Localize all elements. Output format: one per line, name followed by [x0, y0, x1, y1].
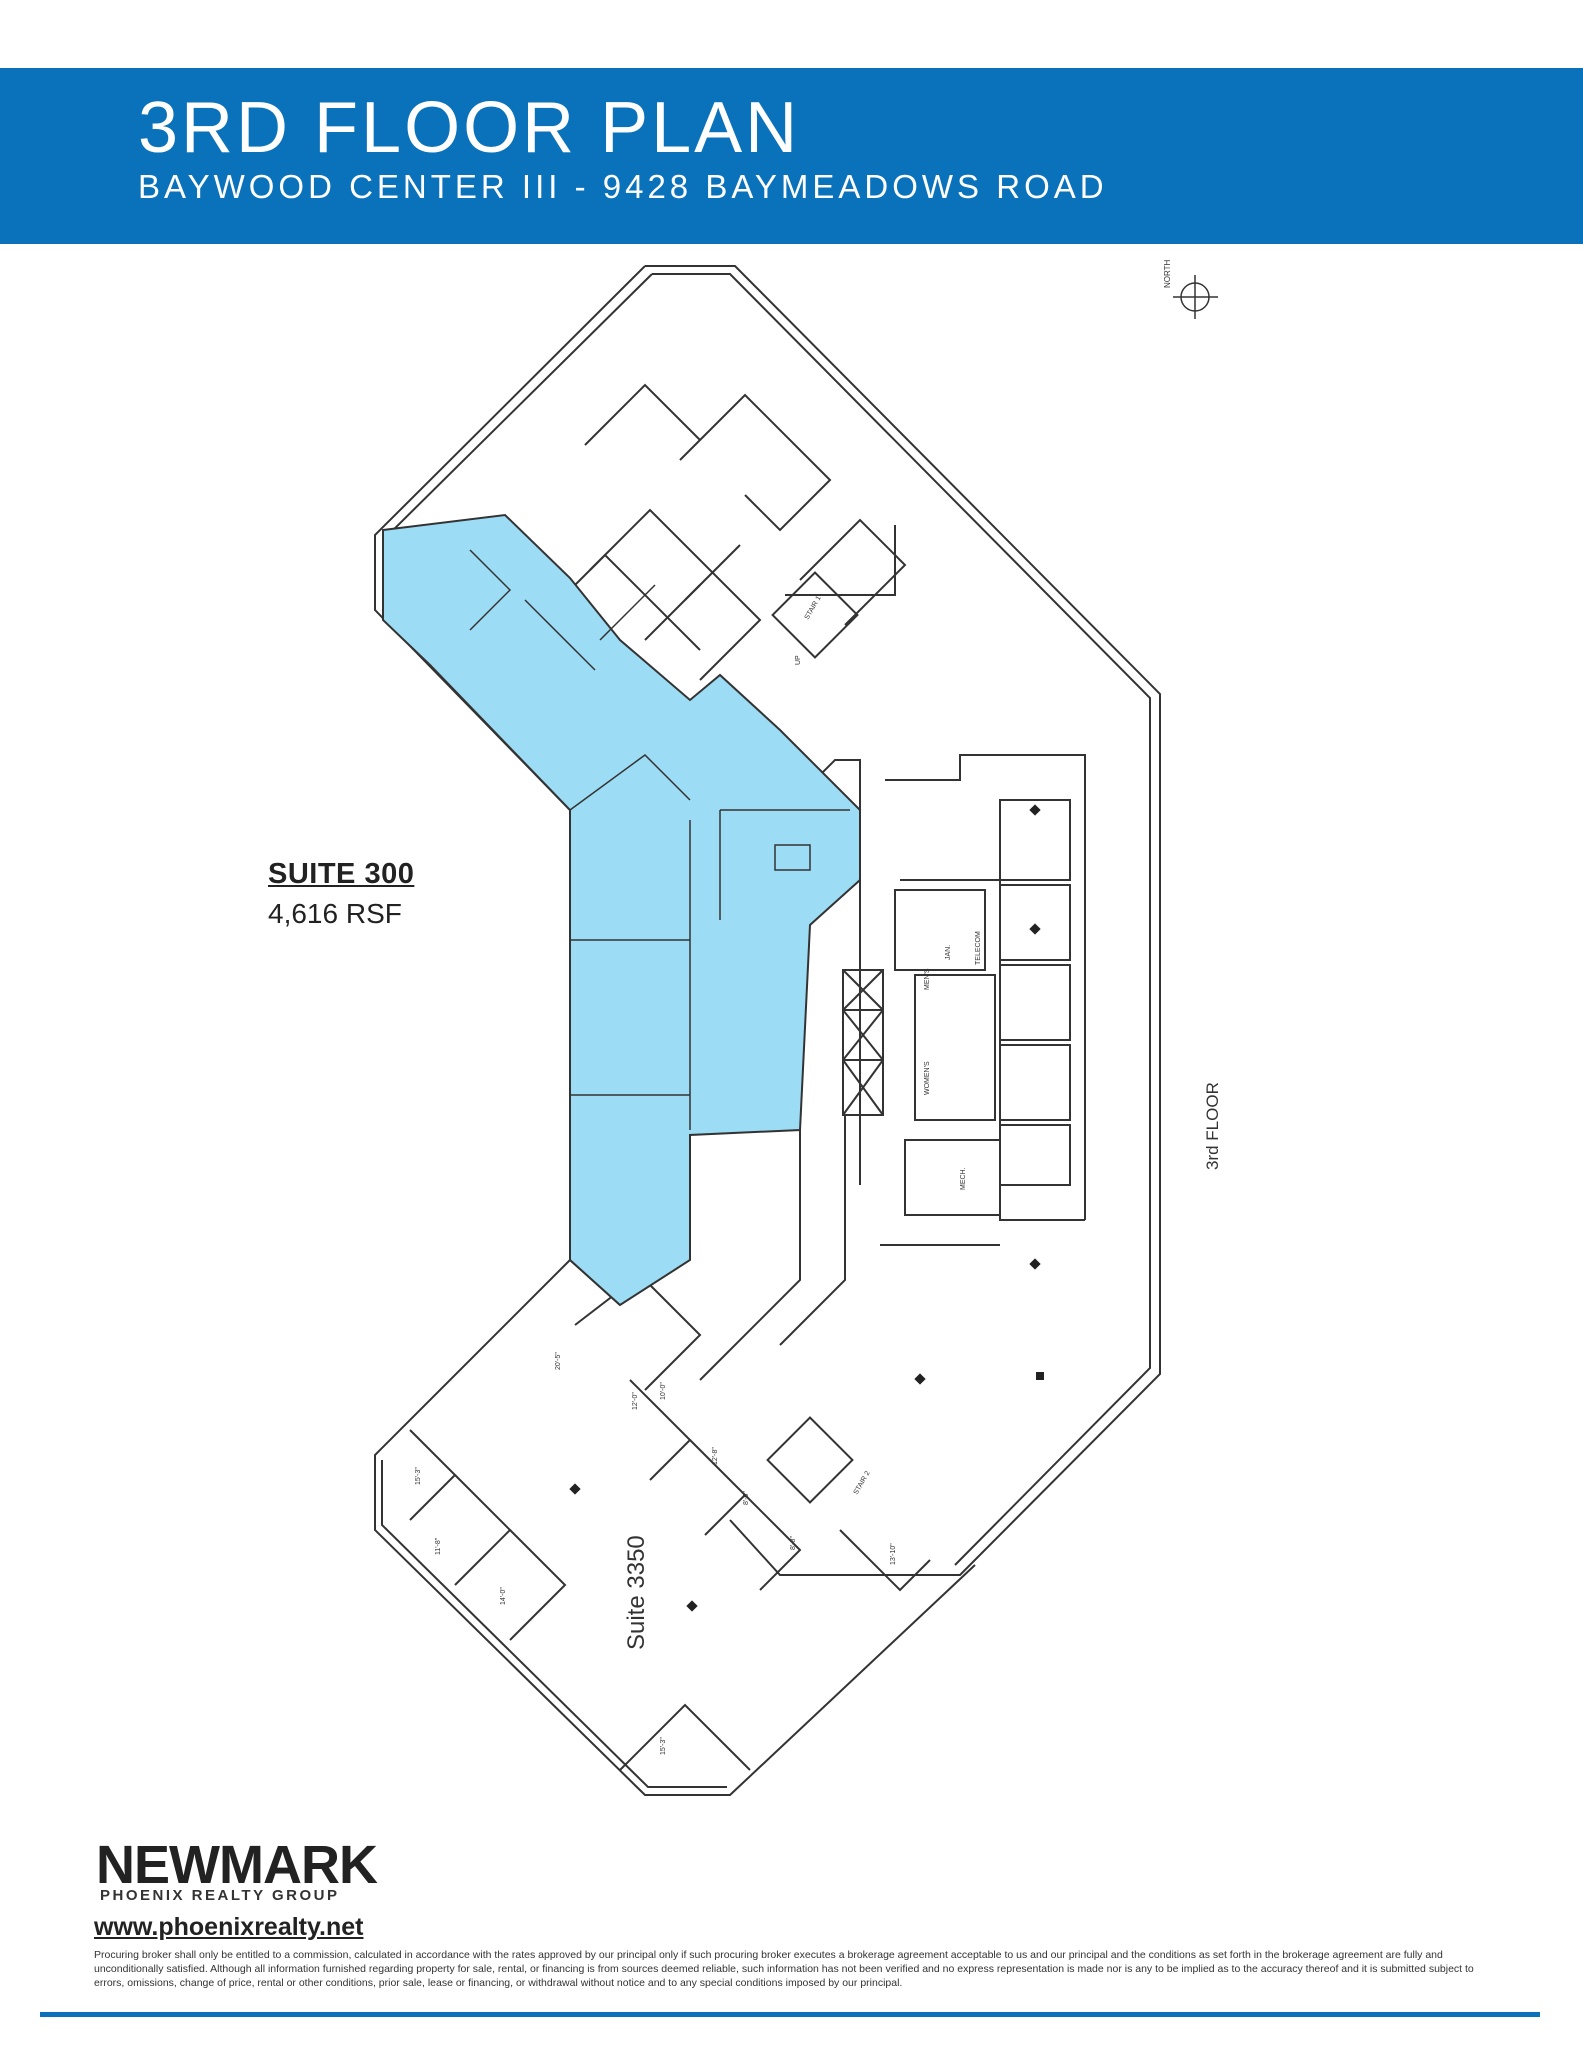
- floor-label: 3rd FLOOR: [1203, 1082, 1222, 1170]
- telecom-label: TELECOM: [975, 931, 982, 965]
- stair-1-label: STAIR 1: [804, 595, 823, 621]
- logo-subtitle: PHOENIX REALTY GROUP: [100, 1887, 340, 1904]
- mech-label: MECH.: [960, 1167, 967, 1190]
- dimension-label: 10'-0": [660, 1382, 667, 1400]
- dimension-label: 14'-0": [500, 1587, 507, 1605]
- up-label: UP: [795, 655, 802, 665]
- dimension-label: 8'-6": [743, 1491, 750, 1505]
- suite-300-area: [382, 513, 861, 1307]
- suite-3350-label: Suite 3350: [623, 1535, 650, 1650]
- dimension-label: 20'-5": [555, 1352, 562, 1370]
- jan-label: JAN.: [945, 945, 952, 960]
- stair-2-label: STAIR 2: [853, 1470, 872, 1496]
- dimension-label: 15'-3": [415, 1467, 422, 1485]
- mens-label: MEN'S: [924, 968, 931, 990]
- dimension-label: 12'-0": [632, 1392, 639, 1410]
- suite-name: SUITE 300: [268, 858, 415, 890]
- north-arrow-icon: [1173, 275, 1218, 319]
- north-label: NORTH: [1163, 259, 1172, 288]
- header-banner: [0, 68, 1583, 244]
- dimension-label: 11'-8": [435, 1537, 442, 1555]
- stair-1: [771, 571, 859, 659]
- dimension-label: 13'-10": [890, 1543, 897, 1565]
- website-link[interactable]: www.phoenixrealty.net: [94, 1913, 364, 1941]
- bottom-rule: [40, 2012, 1540, 2017]
- page-title: 3RD FLOOR PLAN: [138, 88, 801, 168]
- elevator-bank: [842, 969, 884, 1116]
- lower-wing-outline: [374, 1259, 976, 1796]
- disclaimer-text: Procuring broker shall only be entitled …: [94, 1949, 1474, 1990]
- building-outline-inner: [652, 273, 1151, 1566]
- dimension-label: 12'-8": [712, 1447, 719, 1465]
- suite-area: 4,616 RSF: [268, 898, 402, 929]
- floor-plan: NORTH 3rd FLOOR Suite 3350 STAIR 1 STAIR…: [374, 259, 1222, 1796]
- dimension-label: 15'-3": [660, 1737, 667, 1755]
- newmark-logo: NEWMARK: [96, 1835, 378, 1895]
- stair-2: [766, 1416, 854, 1504]
- page-subtitle: BAYWOOD CENTER III - 9428 BAYMEADOWS ROA…: [138, 168, 1108, 205]
- building-outline: [645, 265, 1161, 1576]
- dimension-label: 8'-8": [790, 1536, 797, 1550]
- womens-label: WOMEN'S: [924, 1061, 931, 1095]
